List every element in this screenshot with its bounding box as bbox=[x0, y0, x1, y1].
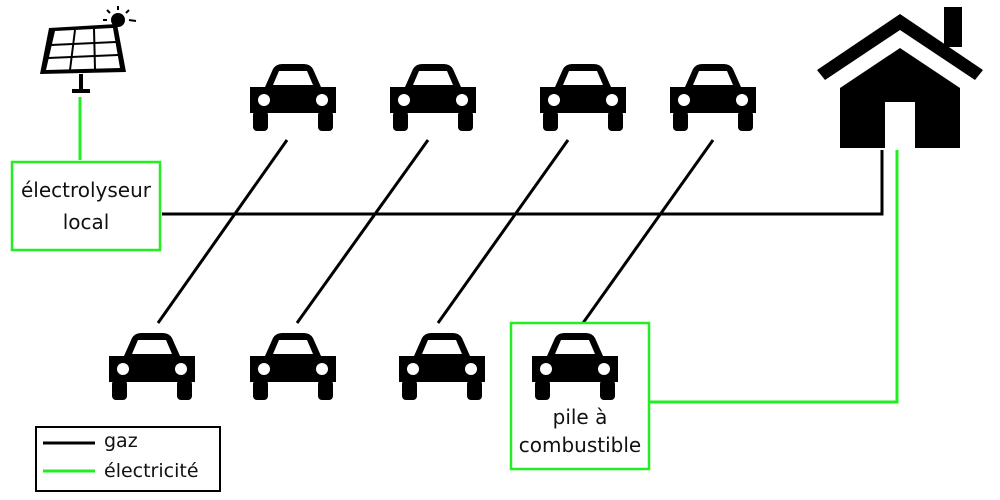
fuel-cell-label-line2: combustible bbox=[518, 433, 642, 457]
gas-lines bbox=[156, 139, 884, 324]
electrolyzer-label-line2: local bbox=[62, 210, 110, 234]
car-icon bbox=[670, 64, 756, 131]
gas-line-3 bbox=[436, 139, 570, 324]
car-icon bbox=[399, 333, 485, 400]
legend bbox=[35, 426, 221, 492]
solar-panel-icon bbox=[40, 6, 137, 93]
house-icon bbox=[817, 7, 983, 148]
legend-electricity-label: électricité bbox=[104, 460, 199, 482]
fuel-cell-label: pile à combustible bbox=[511, 404, 649, 460]
gas-line-4 bbox=[581, 139, 715, 324]
car-icon bbox=[109, 333, 195, 400]
legend-gas-label: gaz bbox=[104, 430, 138, 452]
gas-main-line bbox=[162, 150, 884, 216]
car-icon bbox=[250, 333, 336, 400]
gas-line-1 bbox=[156, 139, 289, 324]
electrolyzer-box bbox=[10, 160, 162, 252]
electrolyzer-label: électrolyseur local bbox=[12, 174, 160, 238]
electricity-lines bbox=[78, 97, 899, 404]
electrolyzer-label-line1: électrolyseur bbox=[20, 178, 152, 202]
gas-line-2 bbox=[295, 139, 430, 324]
car-icon bbox=[540, 64, 626, 131]
electricity-line-house bbox=[650, 150, 899, 404]
car-icon bbox=[390, 64, 476, 131]
car-icon bbox=[532, 333, 618, 400]
fuel-cell-box bbox=[509, 321, 651, 471]
car-icon bbox=[250, 64, 336, 131]
fuel-cell-label-line1: pile à bbox=[552, 405, 608, 429]
